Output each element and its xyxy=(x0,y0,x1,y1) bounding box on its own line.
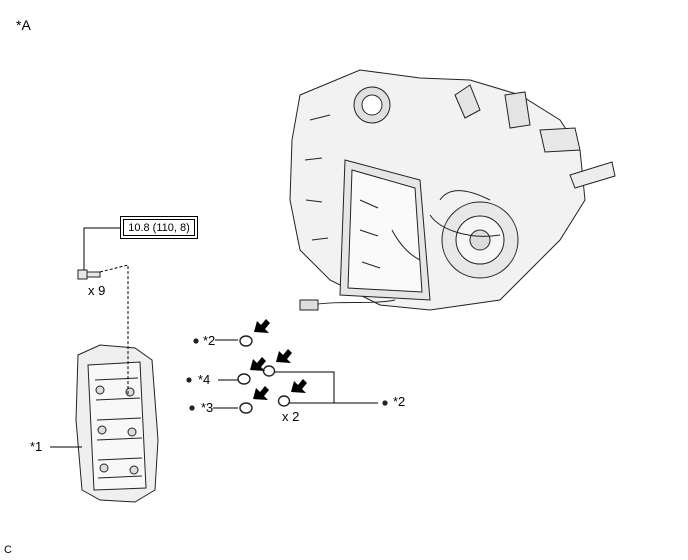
new-part-arrow-icon xyxy=(276,349,292,363)
o-ring-icon xyxy=(239,335,253,347)
new-part-arrow-icon xyxy=(254,319,270,333)
new-part-arrow-icon xyxy=(291,379,307,393)
callout-part2-right: *2 xyxy=(393,394,406,409)
o-ring-icon xyxy=(237,373,251,385)
bolt-icon xyxy=(77,269,101,280)
figure-code: C xyxy=(4,544,12,556)
callout-part4: *4 xyxy=(198,372,211,387)
o-ring-icon xyxy=(277,395,291,407)
torque-spec-text: 10.8 (110, 8) xyxy=(123,219,195,236)
no-reuse-dot-icon xyxy=(186,377,192,383)
no-reuse-dots xyxy=(186,338,388,411)
new-part-arrow-icon xyxy=(253,386,269,400)
no-reuse-dot-icon xyxy=(189,405,195,411)
callout-part3: *3 xyxy=(201,400,214,415)
new-part-arrows xyxy=(250,319,307,400)
no-reuse-dot-icon xyxy=(382,400,388,406)
no-reuse-dot-icon xyxy=(193,338,199,344)
valve-body-icon xyxy=(75,344,159,503)
view-label: *A xyxy=(16,17,31,33)
o-rings xyxy=(237,335,291,414)
qty-two: x 2 xyxy=(282,409,300,424)
o-ring-icon xyxy=(239,402,253,414)
transaxle-assembly-icon xyxy=(289,69,616,311)
bolt-quantity: x 9 xyxy=(88,283,106,298)
new-part-arrow-icon xyxy=(250,357,266,371)
callout-part1: *1 xyxy=(30,439,43,454)
torque-spec-box: 10.8 (110, 8) xyxy=(120,216,198,239)
callout-part2-left: *2 xyxy=(203,333,216,348)
o-ring-icon xyxy=(262,365,276,377)
leader-lines xyxy=(50,227,378,448)
